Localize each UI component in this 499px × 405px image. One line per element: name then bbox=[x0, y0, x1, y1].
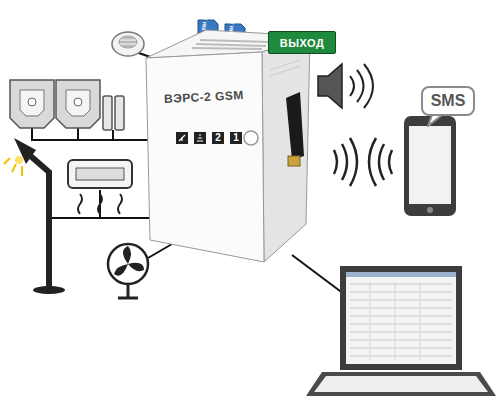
device-body bbox=[146, 52, 264, 262]
motion-sensor bbox=[56, 80, 100, 128]
device-body bbox=[176, 132, 188, 144]
speaker bbox=[318, 64, 342, 108]
smoke-detector bbox=[119, 36, 137, 48]
device-body bbox=[179, 135, 185, 141]
radio-waves bbox=[334, 138, 392, 186]
device-body: ВЭРС-2 GSM bbox=[146, 58, 262, 240]
bubble-tail bbox=[428, 115, 442, 126]
laptop bbox=[314, 376, 488, 392]
device-body bbox=[192, 40, 270, 49]
laptop bbox=[340, 266, 462, 370]
motion-sensor bbox=[66, 90, 90, 116]
node-text: ВЫХОД bbox=[280, 37, 325, 49]
smartphone bbox=[404, 116, 456, 216]
motion-sensor bbox=[10, 80, 54, 128]
fan bbox=[114, 246, 144, 276]
smoke-detector bbox=[112, 32, 144, 56]
smartphone bbox=[409, 126, 451, 204]
antenna bbox=[288, 156, 300, 166]
heater bbox=[78, 194, 122, 214]
lamp bbox=[4, 138, 65, 294]
smartphone bbox=[427, 207, 433, 213]
magnetic-contact bbox=[103, 96, 124, 130]
motion-sensor bbox=[20, 90, 44, 116]
antenna bbox=[286, 92, 304, 166]
wire bbox=[112, 130, 114, 140]
device-body bbox=[197, 135, 203, 141]
heater bbox=[76, 168, 124, 180]
speaker bbox=[350, 64, 373, 108]
radio-waves bbox=[334, 138, 357, 186]
indicator-number: 2 bbox=[212, 132, 224, 144]
motion-sensor bbox=[74, 98, 82, 106]
device-body bbox=[270, 60, 300, 76]
sms-bubble: SMS bbox=[421, 86, 475, 116]
wire bbox=[148, 244, 172, 258]
bubble-tail bbox=[428, 115, 442, 126]
smoke-detector bbox=[112, 32, 144, 56]
lamp bbox=[26, 152, 49, 290]
lamp bbox=[15, 156, 23, 164]
magnetic-contact bbox=[103, 96, 112, 130]
device-body bbox=[244, 131, 258, 145]
motion-sensor bbox=[10, 80, 54, 128]
laptop bbox=[306, 372, 496, 396]
lamp bbox=[14, 138, 36, 164]
radio-waves bbox=[369, 138, 392, 186]
smartphone bbox=[404, 116, 456, 216]
heater bbox=[68, 160, 132, 188]
laptop bbox=[306, 266, 496, 396]
motion-sensor bbox=[28, 98, 36, 106]
fan bbox=[118, 284, 138, 298]
sim-label: SIM 1 bbox=[200, 17, 209, 31]
device-body bbox=[194, 132, 206, 144]
fan bbox=[108, 244, 148, 298]
antenna bbox=[286, 92, 304, 160]
magnetic-contact bbox=[115, 96, 124, 130]
motion-sensor bbox=[56, 80, 100, 128]
node-text: ВЭРС-2 GSM bbox=[146, 87, 263, 107]
device-body bbox=[262, 36, 310, 262]
node-text: SMS bbox=[431, 92, 466, 110]
laptop bbox=[346, 272, 456, 277]
exit-sign: ВЫХОД bbox=[268, 31, 336, 54]
lamp bbox=[33, 286, 65, 294]
laptop bbox=[350, 284, 452, 356]
indicator-number: 1 bbox=[230, 132, 242, 144]
device-body bbox=[146, 30, 310, 262]
smoke-detector bbox=[119, 38, 137, 46]
speaker bbox=[318, 64, 373, 108]
heater bbox=[68, 160, 132, 214]
fan bbox=[108, 244, 148, 284]
sim-label: SIM 2 bbox=[227, 21, 236, 35]
laptop bbox=[370, 282, 420, 360]
laptop bbox=[346, 272, 456, 364]
